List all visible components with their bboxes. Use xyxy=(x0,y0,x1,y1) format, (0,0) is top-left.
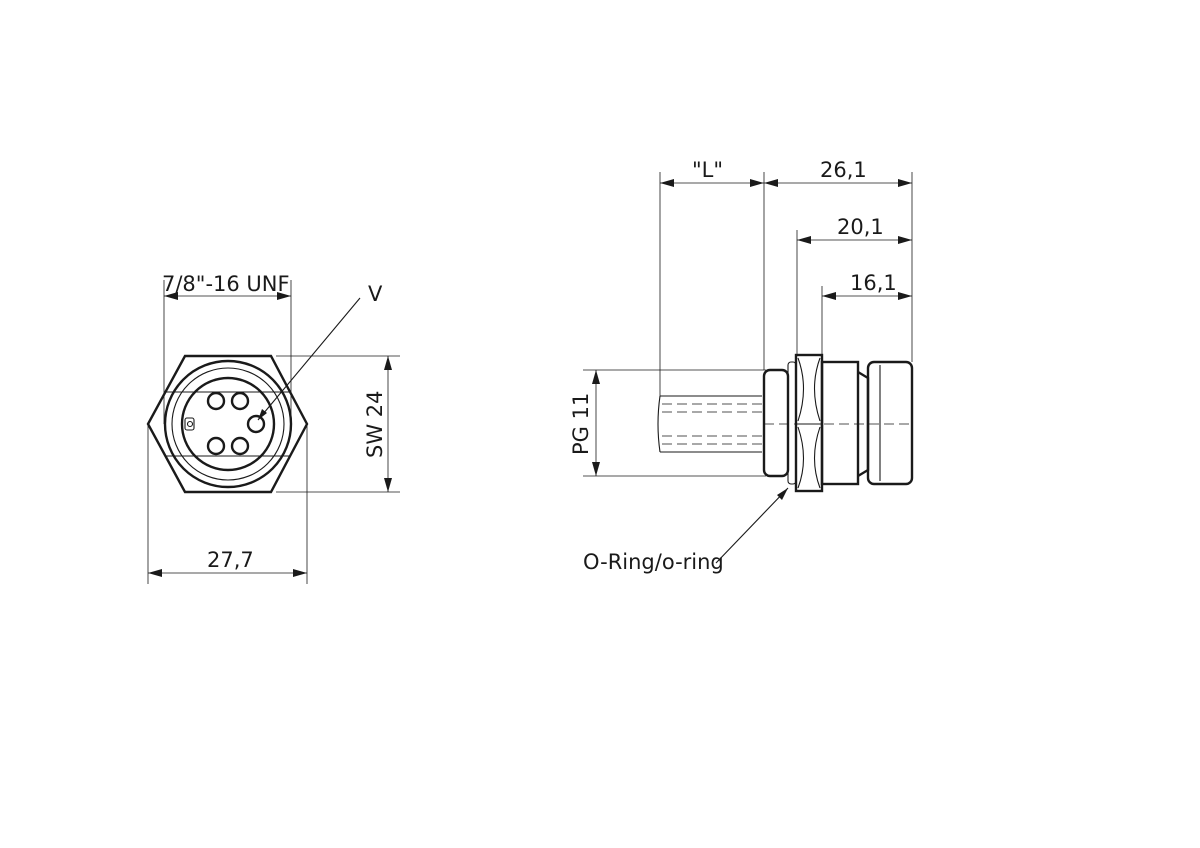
overall-dim-arrow xyxy=(764,179,778,187)
front-dim-arrow xyxy=(822,292,836,300)
hex-nut-side xyxy=(794,353,824,493)
front-dim-label: 16,1 xyxy=(850,271,897,295)
thread-dim-arrow xyxy=(277,292,291,300)
pg-dim-label: PG 11 xyxy=(569,393,593,455)
overall-dim-arrow xyxy=(898,179,912,187)
pg-dim-arrow xyxy=(592,370,600,384)
width-dim-arrow xyxy=(293,569,307,577)
contact-pin xyxy=(230,391,250,411)
hex-nut-chamfer xyxy=(813,357,821,489)
body-dim-arrow xyxy=(898,236,912,244)
width-dim-arrow xyxy=(148,569,162,577)
thread-dim-label: 7/8"-16 UNF xyxy=(162,272,290,296)
sw-dim-label: SW 24 xyxy=(363,391,387,459)
gland-body xyxy=(762,368,790,478)
coupling-front xyxy=(866,360,914,486)
width-dim-label: 27,7 xyxy=(207,548,254,572)
l-dim-arrow xyxy=(660,179,674,187)
contact-pin xyxy=(206,436,226,456)
side-view: O-Ring/o-ring PG 11 "L" 26,1 20,1 xyxy=(569,158,914,574)
l-dim-label: "L" xyxy=(692,158,723,182)
coding-key xyxy=(184,417,195,431)
thread-inner-circle xyxy=(171,367,285,481)
cable-break-edge xyxy=(657,395,661,453)
contact-pin xyxy=(230,436,250,456)
overall-dim-label: 26,1 xyxy=(820,158,867,182)
contact-pin xyxy=(206,391,226,411)
oring-leader-arrow xyxy=(777,488,788,500)
front-body xyxy=(820,360,860,486)
insert-face-circle xyxy=(180,376,276,472)
body-dim-label: 20,1 xyxy=(837,215,884,239)
body-dim-arrow xyxy=(797,236,811,244)
thread-outer-circle xyxy=(163,359,293,489)
sw-dim-arrow xyxy=(384,478,392,492)
oring-leader xyxy=(715,487,789,564)
callout-v-leader xyxy=(257,297,361,421)
callout-v-label: V xyxy=(368,282,383,306)
oring-label: O-Ring/o-ring xyxy=(583,550,724,574)
contact-pin xyxy=(246,414,266,434)
callout-v-arrowhead xyxy=(258,409,267,420)
hex-nut-chamfer xyxy=(797,357,805,489)
l-dim-arrow xyxy=(750,179,764,187)
pg-dim-arrow xyxy=(592,462,600,476)
sw-dim-arrow xyxy=(384,356,392,370)
front-dim-arrow xyxy=(898,292,912,300)
thread-dim-arrow xyxy=(164,292,178,300)
coding-key-dot xyxy=(186,420,194,428)
front-view: V 7/8"-16 UNF SW 24 27,7 xyxy=(146,272,400,584)
